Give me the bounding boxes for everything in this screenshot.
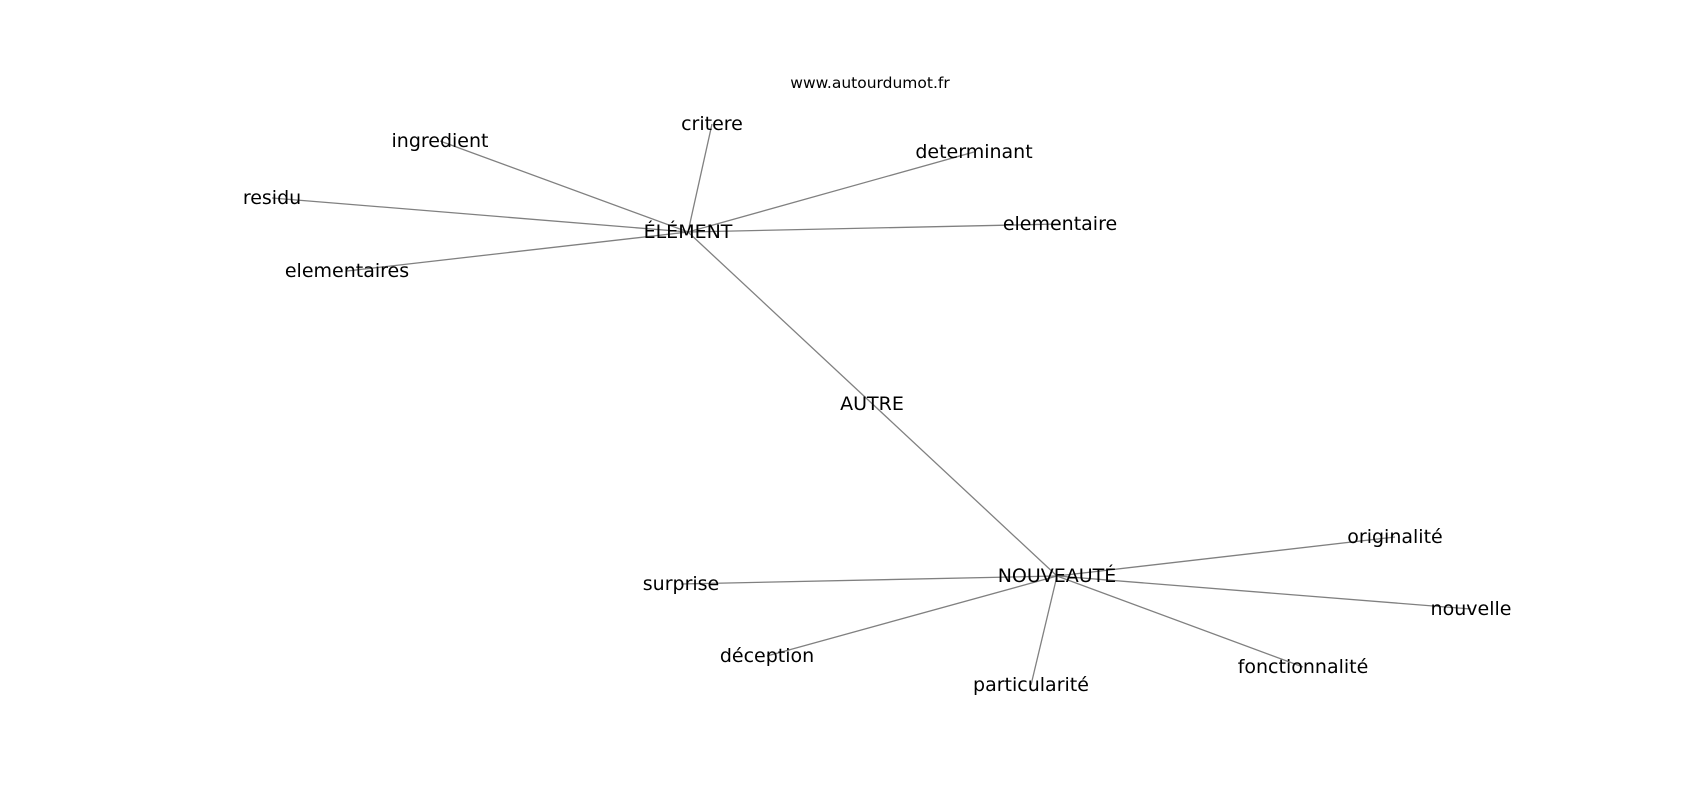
node-residu: residu bbox=[243, 187, 301, 209]
node-autre: AUTRE bbox=[840, 393, 904, 415]
edge-element-ingredient bbox=[439, 140, 689, 233]
node-determinant: determinant bbox=[915, 141, 1032, 163]
edge-nouveaute-originalite bbox=[1056, 536, 1396, 577]
edges-group bbox=[271, 123, 1472, 686]
edge-element-elementaire bbox=[687, 223, 1061, 233]
watermark: www.autourdumot.fr bbox=[790, 74, 950, 92]
node-particularite: particularité bbox=[973, 674, 1089, 696]
edge-element-elementaires bbox=[346, 231, 689, 272]
edge-nouveaute-nouvelle bbox=[1056, 575, 1472, 610]
edge-nouveaute-fonctionnalite bbox=[1056, 575, 1304, 668]
node-elementaire: elementaire bbox=[1003, 213, 1117, 235]
edge-nouveaute-particularite bbox=[1030, 575, 1058, 686]
node-element: ÉLÉMENT bbox=[644, 220, 733, 243]
edge-element-critere bbox=[687, 123, 713, 233]
nodes-group: AUTRE ÉLÉMENT NOUVEAUTÉ critere ingredient de… bbox=[243, 113, 1512, 696]
node-nouvelle: nouvelle bbox=[1431, 598, 1512, 620]
node-elementaires: elementaires bbox=[285, 260, 409, 282]
node-deception: déception bbox=[720, 645, 814, 667]
edge-element-determinant bbox=[687, 151, 975, 233]
node-nouveaute: NOUVEAUTÉ bbox=[998, 564, 1117, 587]
edge-element-residu bbox=[271, 197, 689, 233]
edge-element-nouveaute bbox=[687, 231, 1058, 577]
node-critere: critere bbox=[681, 113, 743, 135]
node-originalite: originalité bbox=[1347, 526, 1442, 548]
node-ingredient: ingredient bbox=[392, 130, 489, 152]
node-surprise: surprise bbox=[643, 573, 720, 595]
edge-nouveaute-surprise bbox=[680, 575, 1058, 585]
edge-nouveaute-deception bbox=[766, 575, 1058, 657]
node-fonctionnalite: fonctionnalité bbox=[1238, 656, 1369, 678]
